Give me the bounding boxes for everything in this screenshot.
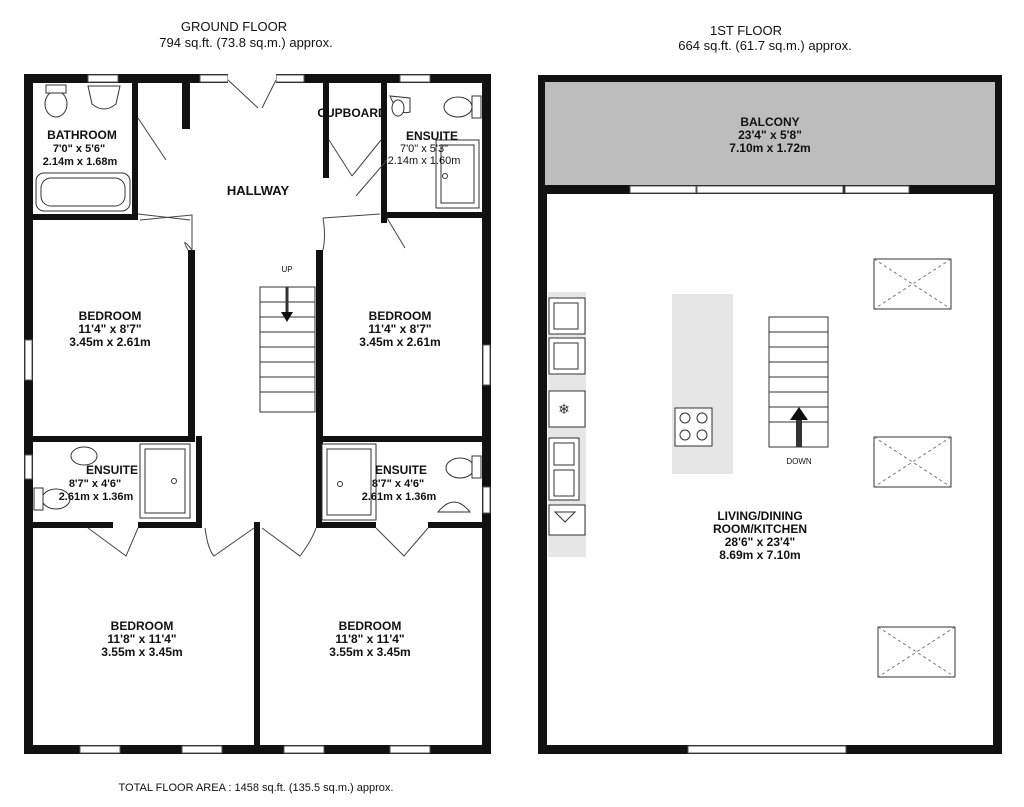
first-floor-plan: ❄ DOWN <box>538 75 1002 754</box>
ground-floor-title: GROUND FLOOR <box>181 19 287 34</box>
ground-floor-plan: UP BATHROOM 7'0" x 5'6" 2.14m x 1.68m CU… <box>24 74 491 754</box>
roof-window-2 <box>873 436 952 488</box>
ground-floor-area: 794 sq.ft. (73.8 sq.m.) approx. <box>159 35 332 50</box>
ensuite-right-imperial: 8'7" x 4'6" <box>372 478 424 490</box>
ensuite-left-metric: 2.61m x 1.36m <box>59 491 134 503</box>
ensuite-left-label: ENSUITE <box>86 463 138 477</box>
bedroom-left-upper-imperial: 11'4" x 8'7" <box>78 322 141 336</box>
bedroom-right-upper-imperial: 11'4" x 8'7" <box>368 322 431 336</box>
ensuite-top-label: ENSUITE <box>406 129 458 143</box>
living-metric: 8.69m x 7.10m <box>719 548 800 562</box>
hallway-label: HALLWAY <box>227 183 290 198</box>
ensuite-right-label: ENSUITE <box>375 463 427 477</box>
balcony-metric: 7.10m x 1.72m <box>729 141 810 155</box>
stairs-down-label: DOWN <box>786 457 812 466</box>
cupboard-label: CUPBOARD <box>317 106 387 120</box>
first-floor-area: 664 sq.ft. (61.7 sq.m.) approx. <box>678 38 851 53</box>
living-imperial: 28'6" x 23'4" <box>725 535 795 549</box>
bedroom-left-lower-imperial: 11'8" x 11'4" <box>107 632 176 646</box>
bedroom-left-upper-label: BEDROOM <box>79 309 142 323</box>
roof-window-1 <box>873 258 952 310</box>
freezer-icon: ❄ <box>558 402 570 418</box>
bedroom-right-upper-label: BEDROOM <box>369 309 432 323</box>
bedroom-left-lower-label: BEDROOM <box>111 619 174 633</box>
stairs-up-label: UP <box>281 265 292 274</box>
bathroom-metric: 2.14m x 1.68m <box>43 156 118 168</box>
kitchen-island <box>672 294 733 474</box>
bedroom-left-lower-metric: 3.55m x 3.45m <box>101 645 182 659</box>
balcony-area <box>538 75 1000 185</box>
roof-window-3 <box>877 626 956 678</box>
first-floor-title: 1ST FLOOR <box>710 23 782 38</box>
bathroom-imperial: 7'0" x 5'6" <box>53 143 105 155</box>
total-floor-area: TOTAL FLOOR AREA : 1458 sq.ft. (135.5 sq… <box>119 782 394 794</box>
bedroom-right-lower-metric: 3.55m x 3.45m <box>329 645 410 659</box>
bedroom-right-lower-label: BEDROOM <box>339 619 402 633</box>
bedroom-right-upper-metric: 3.45m x 2.61m <box>359 335 440 349</box>
balcony-label: BALCONY <box>740 115 799 129</box>
ensuite-right-metric: 2.61m x 1.36m <box>362 491 437 503</box>
living-label-line2: ROOM/KITCHEN <box>713 522 807 536</box>
ensuite-top-imperial: 7'0" x 5'3" <box>400 143 448 155</box>
ensuite-top-metric: 2.14m x 1.60m <box>388 155 461 167</box>
ensuite-left-imperial: 8'7" x 4'6" <box>69 478 121 490</box>
bedroom-left-upper-metric: 3.45m x 2.61m <box>69 335 150 349</box>
balcony-imperial: 23'4" x 5'8" <box>738 128 802 142</box>
bedroom-right-lower-imperial: 11'8" x 11'4" <box>335 632 404 646</box>
living-label-line1: LIVING/DINING <box>717 509 802 523</box>
bathroom-label: BATHROOM <box>47 128 117 142</box>
